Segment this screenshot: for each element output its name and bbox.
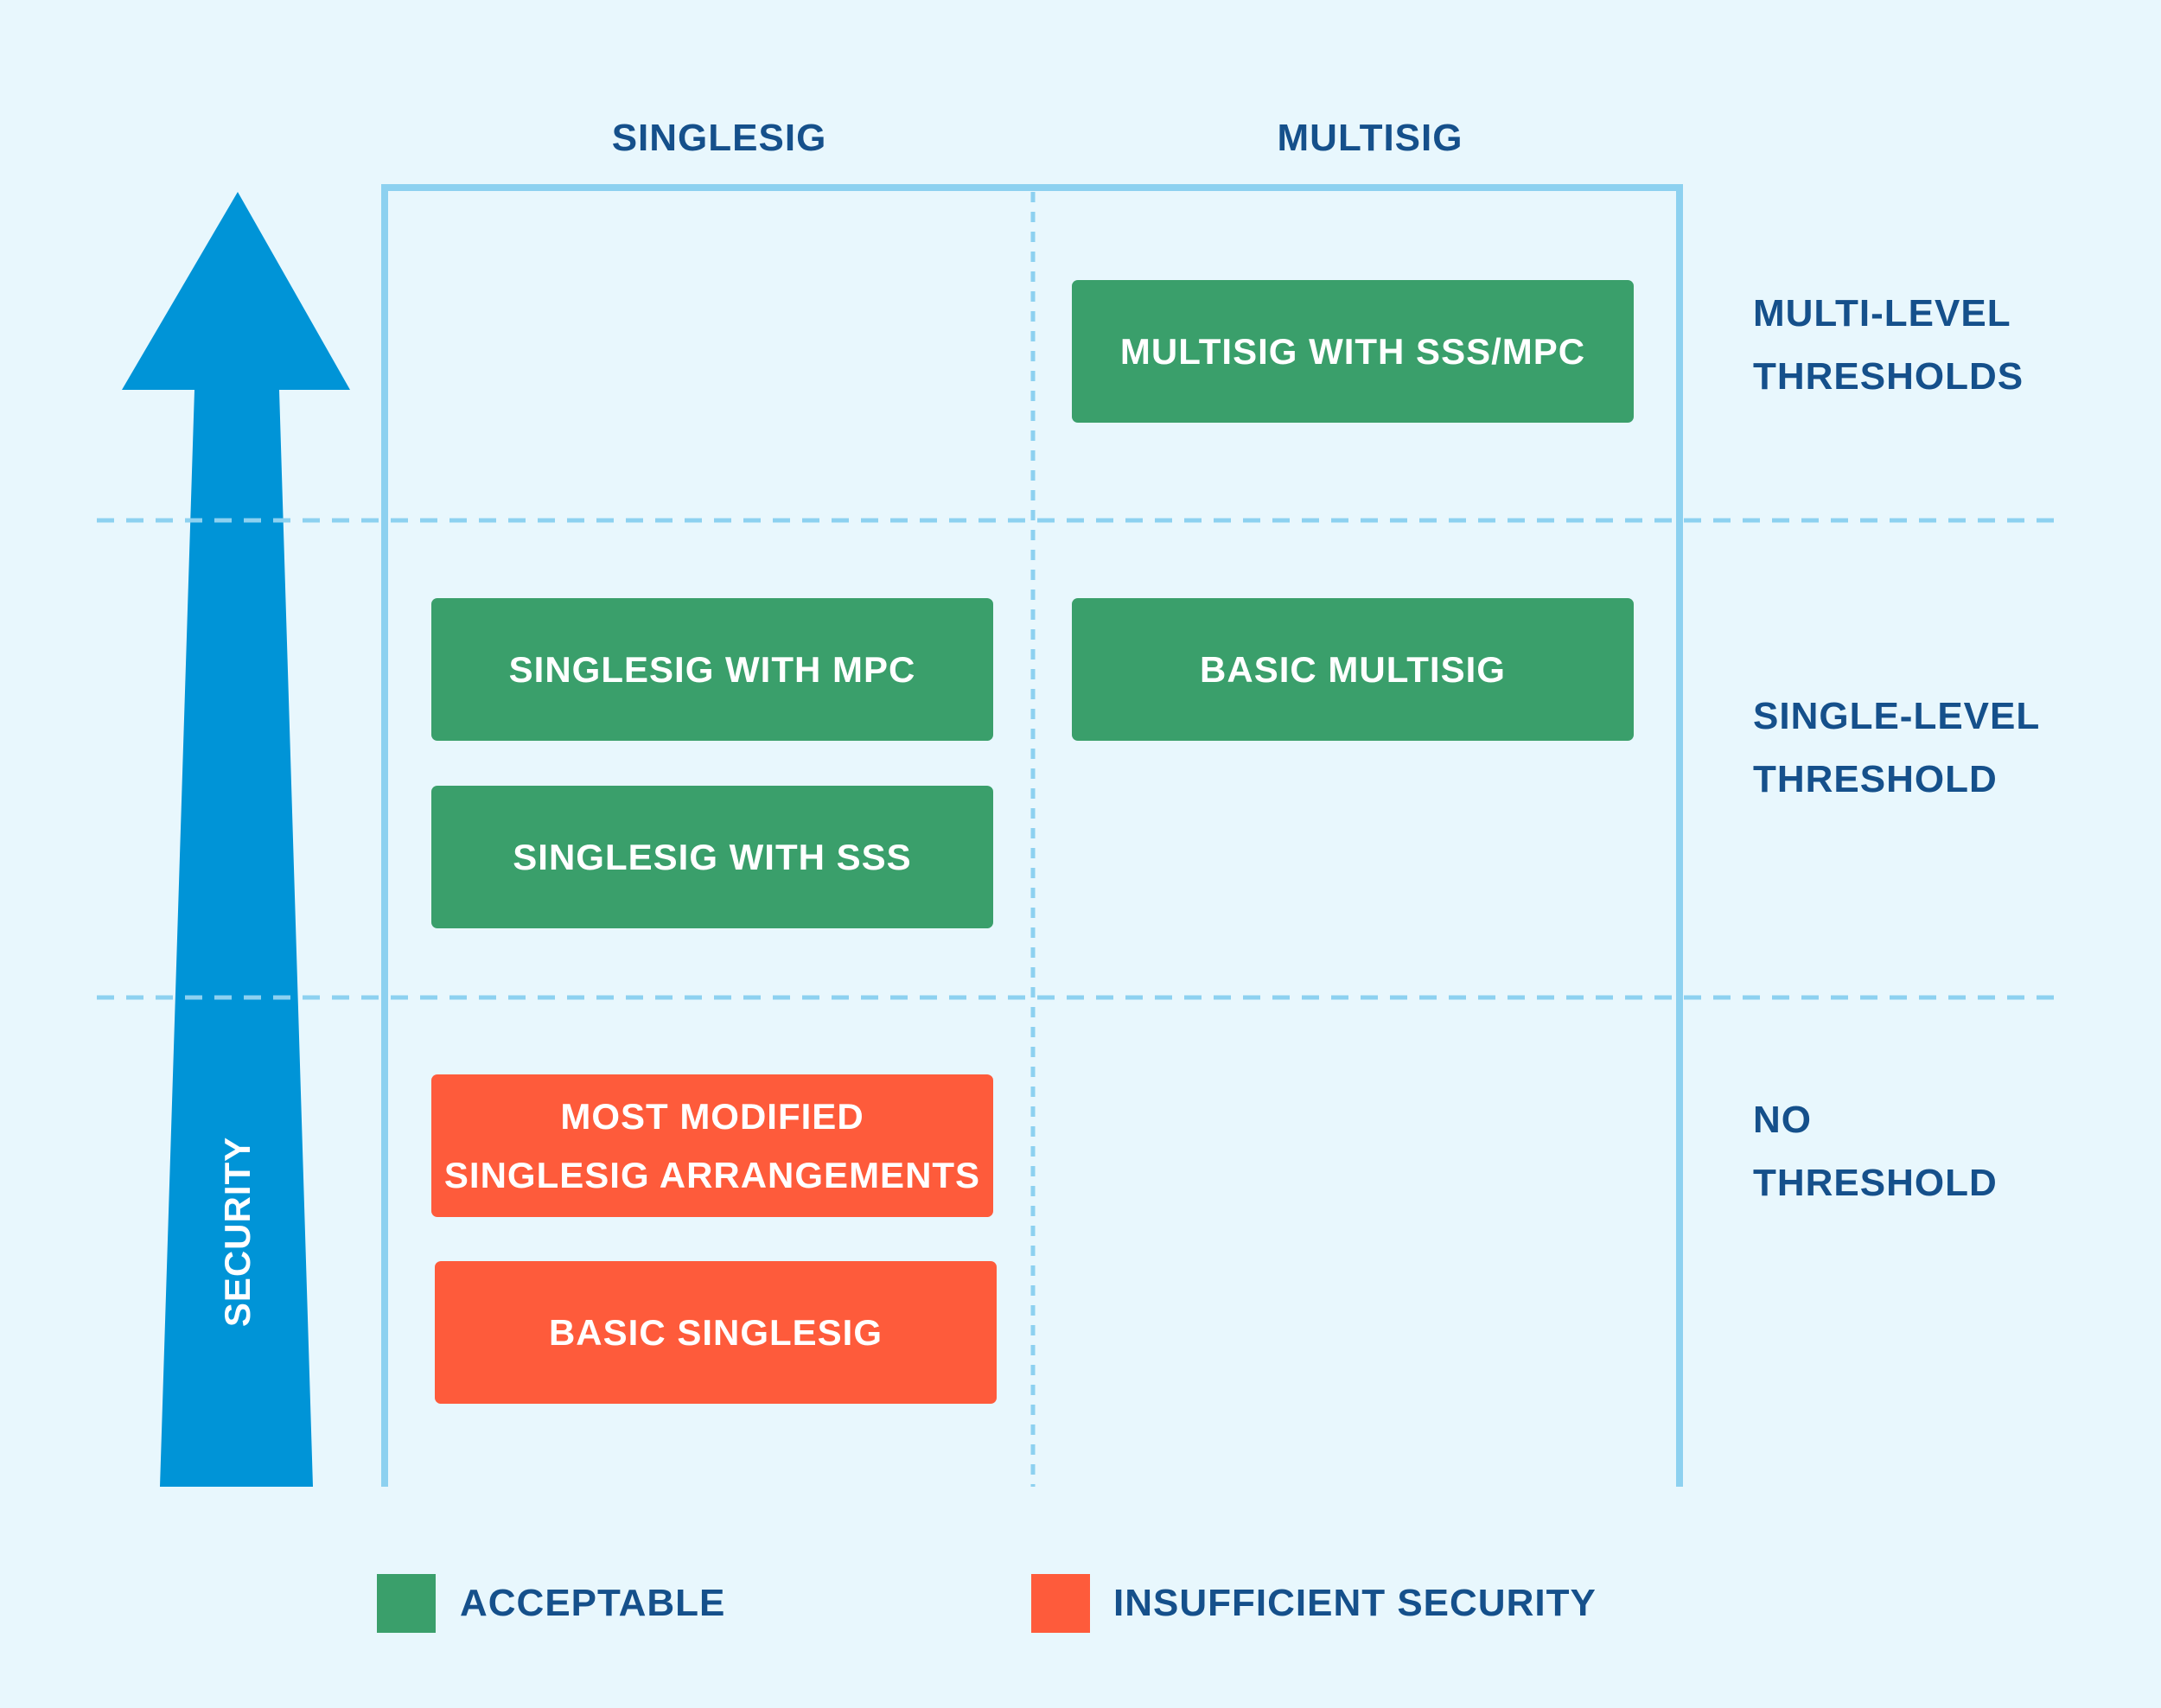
box-label: SINGLESIG WITH MPC [508, 648, 916, 690]
box-label-group: MOST MODIFIED SINGLESIG ARRANGEMENTS [444, 1087, 980, 1205]
row-label-single-level: SINGLE-LEVEL THRESHOLD [1753, 685, 2040, 811]
box-most-modified-singlesig: MOST MODIFIED SINGLESIG ARRANGEMENTS [431, 1074, 993, 1217]
box-basic-multisig: BASIC MULTISIG [1072, 598, 1634, 741]
column-header-multisig: MULTISIG [1277, 117, 1463, 159]
row-label-line: THRESHOLDS [1753, 355, 2024, 398]
row-label-multi-level: MULTI-LEVEL THRESHOLDS [1753, 282, 2024, 408]
box-label: BASIC SINGLESIG [548, 1311, 883, 1353]
box-label: SINGLESIG WITH SSS [513, 836, 912, 877]
box-label: MULTISIG WITH SSS/MPC [1119, 330, 1586, 372]
box-basic-singlesig: BASIC SINGLESIG [435, 1261, 997, 1404]
box-label: BASIC MULTISIG [1200, 648, 1506, 690]
row-label-no-threshold: NO THRESHOLD [1753, 1088, 1998, 1214]
row-label-line: THRESHOLD [1753, 1162, 1998, 1204]
box-label-line: MOST MODIFIED [560, 1095, 864, 1137]
row-label-line: NO [1753, 1099, 1812, 1141]
legend-label-acceptable: ACCEPTABLE [460, 1582, 726, 1624]
security-arrow-icon [122, 192, 350, 1487]
row-label-line: MULTI-LEVEL [1753, 292, 2011, 335]
security-axis-label: SECURITY [217, 1136, 258, 1328]
column-header-singlesig: SINGLESIG [611, 117, 827, 159]
row-label-line: THRESHOLD [1753, 758, 1998, 800]
row-label-line: SINGLE-LEVEL [1753, 695, 2041, 737]
legend-swatch-acceptable [377, 1574, 436, 1633]
box-singlesig-with-mpc: SINGLESIG WITH MPC [431, 598, 993, 741]
box-label-line: SINGLESIG ARRANGEMENTS [443, 1154, 981, 1195]
legend-label-insufficient: INSUFFICIENT SECURITY [1113, 1582, 1597, 1624]
box-singlesig-with-sss: SINGLESIG WITH SSS [431, 786, 993, 928]
box-multisig-with-sss-mpc: MULTISIG WITH SSS/MPC [1072, 280, 1634, 423]
legend-swatch-insufficient [1031, 1574, 1090, 1633]
